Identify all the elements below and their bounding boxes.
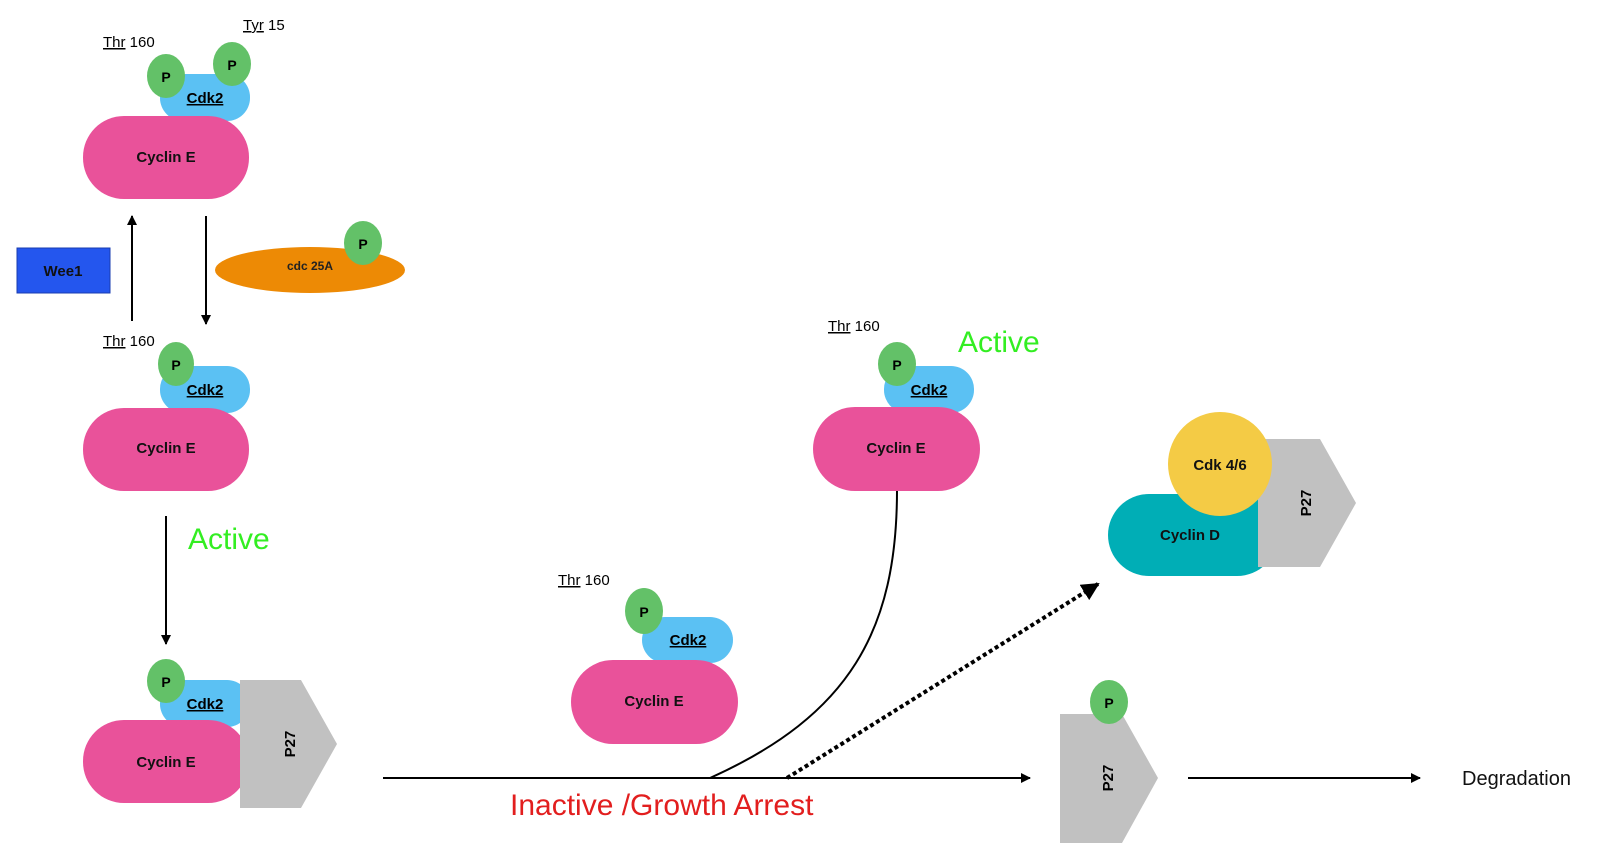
dotted-arrow-to-cyclin-d — [785, 582, 1100, 780]
complex-cyclin-d-cdk46-p27: Cyclin D P27 Cdk 4/6 — [1108, 412, 1356, 576]
cyclin-e-label: Cyclin E — [136, 149, 195, 166]
phosphate-label: P — [358, 236, 367, 252]
wee1-box — [16, 247, 111, 294]
complex-cyclin-e-cdk2-active: Thr 160 Cdk2 Cyclin E P — [83, 333, 250, 491]
cyclin-e-shape — [813, 407, 980, 491]
p27-shape — [240, 680, 337, 808]
phosphate-label: P — [1104, 695, 1113, 711]
phosphate-label: P — [227, 57, 236, 73]
phosphate-icon — [1090, 680, 1128, 724]
cdc25a-phosphatase: cdc 25A P — [215, 221, 405, 293]
phosphate-icon — [158, 342, 194, 386]
cyclin-d-label: Cyclin D — [1160, 527, 1220, 544]
inactive-growth-arrest-label: Inactive /Growth Arrest — [510, 789, 814, 822]
complex-cyclin-e-cdk2-double-phospho: Thr 160 Tyr 15 Cdk2 Cyclin E P P — [83, 17, 285, 199]
cdk2-label: Cdk2 — [911, 382, 948, 399]
cdk46-shape — [1168, 412, 1272, 516]
phosphate-label: P — [171, 357, 180, 373]
thr160-label: Thr 160 — [828, 318, 880, 335]
phosphate-icon — [344, 221, 382, 265]
degradation-label: Degradation — [1462, 768, 1571, 790]
p27-label: P27 — [282, 731, 299, 758]
phosphorylated-p27: P27 P — [1060, 680, 1158, 843]
p27-shape — [1060, 714, 1158, 843]
wee1-label: Wee1 — [44, 263, 83, 280]
cdk2-label: Cdk2 — [187, 696, 224, 713]
cdk46-label: Cdk 4/6 — [1193, 457, 1246, 474]
tyr15-label: Tyr 15 — [243, 17, 285, 34]
p27-label: P27 — [1298, 490, 1315, 517]
phosphate-label: P — [161, 674, 170, 690]
phosphate-icon — [147, 54, 185, 98]
cyclin-e-label: Cyclin E — [136, 440, 195, 457]
phosphate-label: P — [639, 604, 648, 620]
cdc25a-label: cdc 25A — [287, 259, 333, 273]
cyclin-e-shape — [83, 116, 249, 199]
p27-label: P27 — [1100, 765, 1117, 792]
thr160-label: Thr 160 — [103, 34, 155, 51]
thr160-label: Thr 160 — [103, 333, 155, 350]
cyclin-e-shape — [571, 660, 738, 744]
cdk2-shape — [642, 617, 733, 663]
cyclin-e-shape — [83, 720, 249, 803]
active-label: Active — [188, 523, 270, 556]
active-label: Active — [958, 326, 1040, 359]
cyclin-d-shape — [1108, 494, 1278, 576]
phosphate-label: P — [161, 69, 170, 85]
complex-cyclin-e-cdk2-p27: Cdk2 Cyclin E P27 P — [83, 659, 337, 808]
cyclin-e-label: Cyclin E — [866, 440, 925, 457]
cyclin-e-label: Cyclin E — [624, 693, 683, 710]
cdk2-label: Cdk2 — [670, 632, 707, 649]
phosphate-icon — [213, 42, 251, 86]
cdk2-label: Cdk2 — [187, 90, 224, 107]
phosphate-icon — [625, 588, 663, 634]
phosphate-label: P — [892, 357, 901, 373]
phosphate-icon — [147, 659, 185, 703]
curve-to-active-complex — [709, 489, 898, 779]
complex-cyclin-e-cdk2-active-right: Thr 160 Active Cdk2 Cyclin E P — [813, 318, 1040, 491]
cyclin-e-shape — [83, 408, 249, 491]
complex-cyclin-e-cdk2-released: Thr 160 Cdk2 Cyclin E P — [558, 572, 738, 744]
thr160-label: Thr 160 — [558, 572, 610, 589]
cyclin-e-label: Cyclin E — [136, 754, 195, 771]
p27-shape — [1258, 439, 1356, 567]
cdk2-label: Cdk2 — [187, 382, 224, 399]
wee1-kinase: Wee1 — [16, 247, 111, 294]
phosphate-icon — [878, 342, 916, 386]
